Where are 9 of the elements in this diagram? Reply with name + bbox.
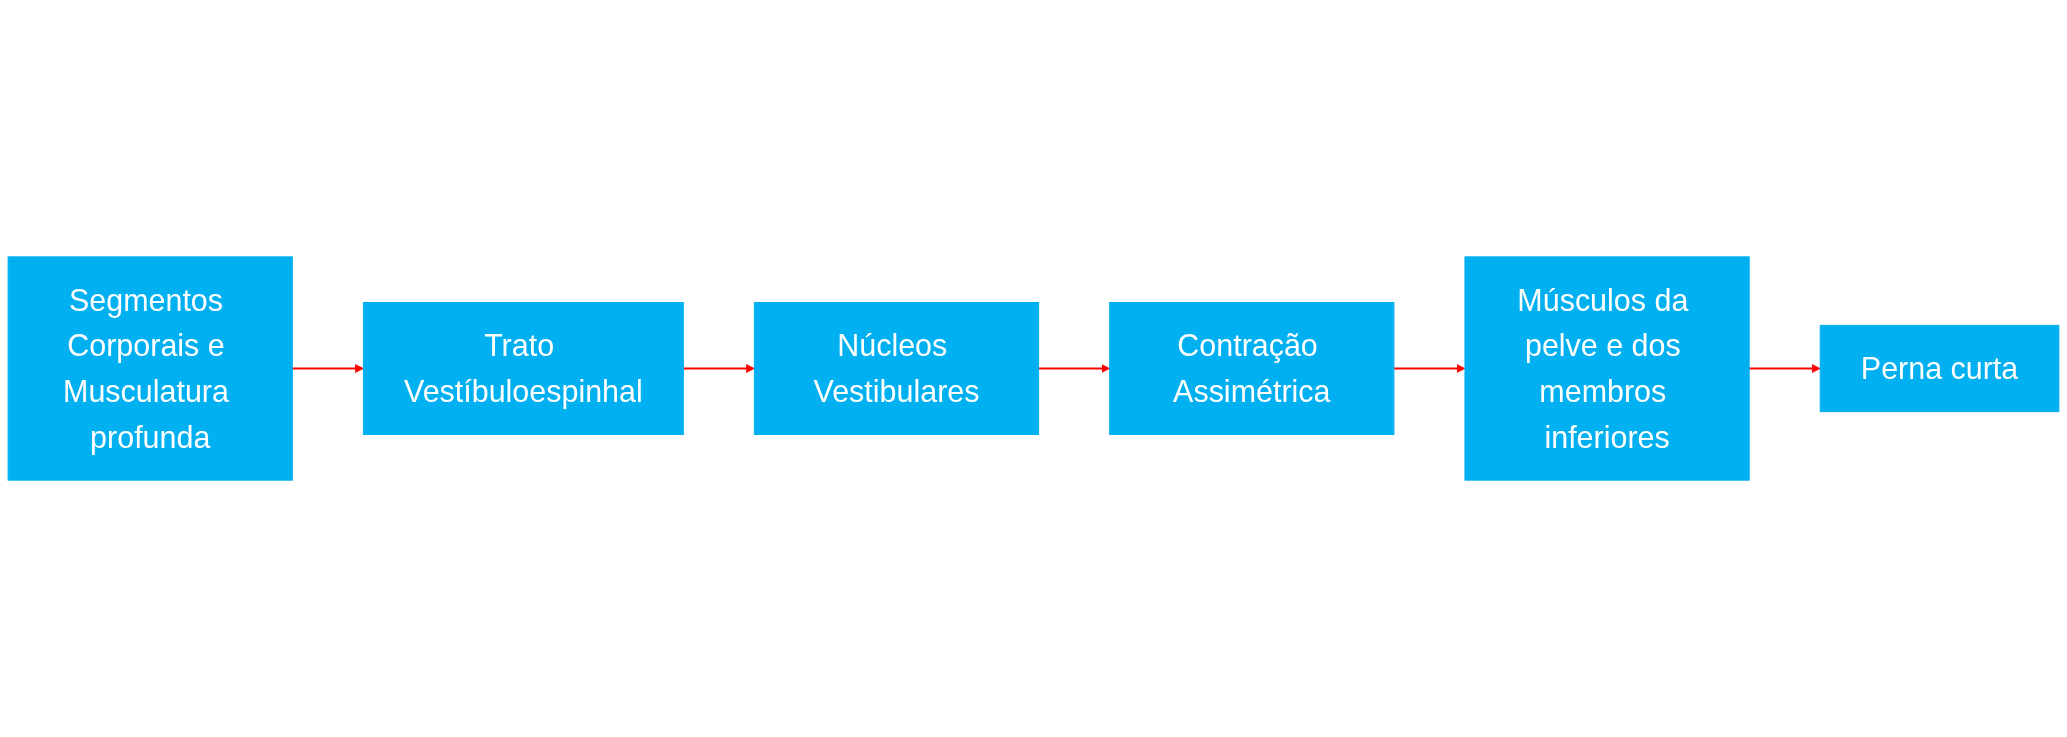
node-box: Perna curta <box>1819 324 2060 413</box>
node-box: Segmentos Corporais e Musculatura profunda <box>7 256 293 481</box>
node-box: Núcleos Vestibulares <box>753 302 1040 435</box>
arrow <box>292 364 364 373</box>
arrow <box>683 364 755 373</box>
node-box: Contração Assimétrica <box>1109 302 1395 435</box>
node-box: Trato Vestíbuloespinhal <box>362 302 684 435</box>
node-box: Músculos da pelve e dos membros inferiores <box>1464 256 1750 481</box>
arrow <box>1749 364 1821 373</box>
